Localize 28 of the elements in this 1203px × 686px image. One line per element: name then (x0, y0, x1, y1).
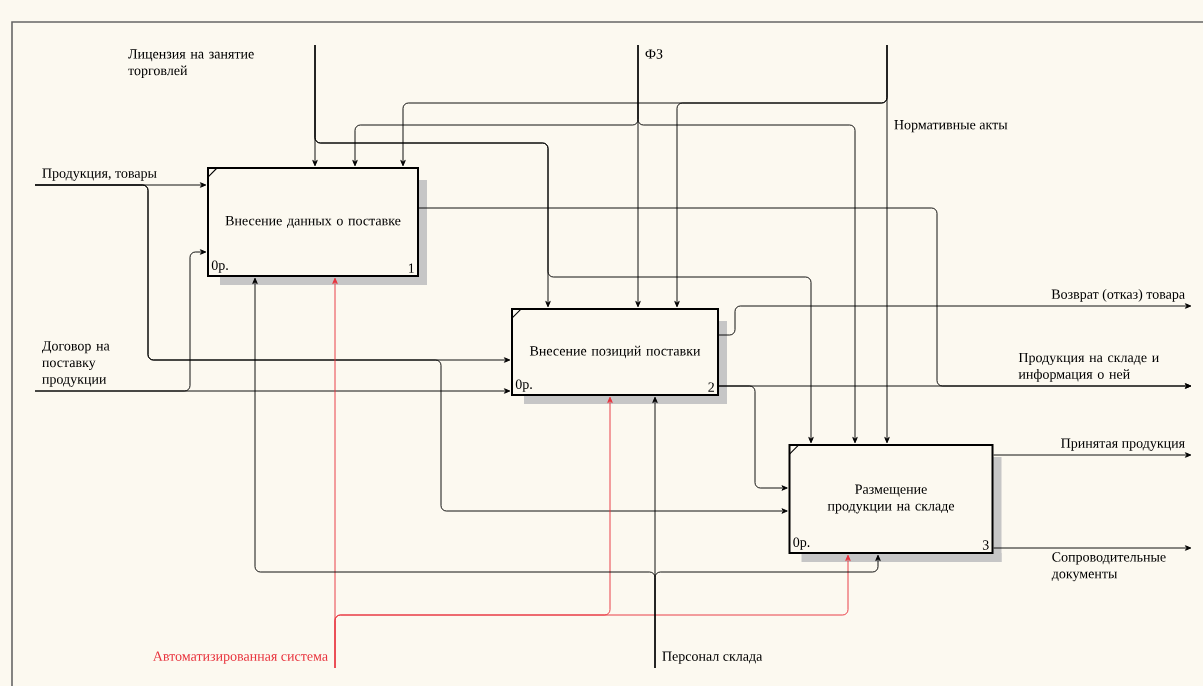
mechanism-label: Автоматизированная система (152, 651, 328, 664)
input-label: Продукция, товары (42, 168, 157, 181)
input-label: Договор на поставку продукции (42, 341, 110, 387)
output-label: Продукция на складе и информация о ней (1018, 352, 1159, 382)
control-label: Лицензия на занятие торговлей (128, 49, 254, 79)
box-number: 2 (708, 382, 714, 392)
arrow (993, 452, 1192, 458)
cost-label: 0р. (515, 379, 532, 392)
box-number: 1 (408, 263, 414, 273)
mechanism-label: Персонал склада (662, 651, 763, 664)
arrow (718, 385, 788, 491)
control-label: Нормативные акты (894, 120, 1008, 133)
arrow (34, 184, 788, 514)
cost-label: 0р. (793, 537, 810, 550)
arrow (314, 44, 814, 444)
output-label: Принятая продукция (1061, 438, 1185, 451)
arrow (654, 554, 881, 669)
arrow (718, 303, 1192, 336)
arrow (637, 44, 858, 444)
arrow (993, 545, 1192, 551)
output-label: Сопроводительные документы (1051, 552, 1166, 582)
arrow (884, 44, 890, 444)
box-number: 3 (982, 540, 989, 550)
arrow (34, 388, 511, 394)
output-label: Возврат (отказ) товара (1051, 289, 1185, 302)
arrow (334, 554, 851, 669)
cost-label: 0р. (211, 260, 228, 273)
control-label: ФЗ (645, 49, 663, 59)
